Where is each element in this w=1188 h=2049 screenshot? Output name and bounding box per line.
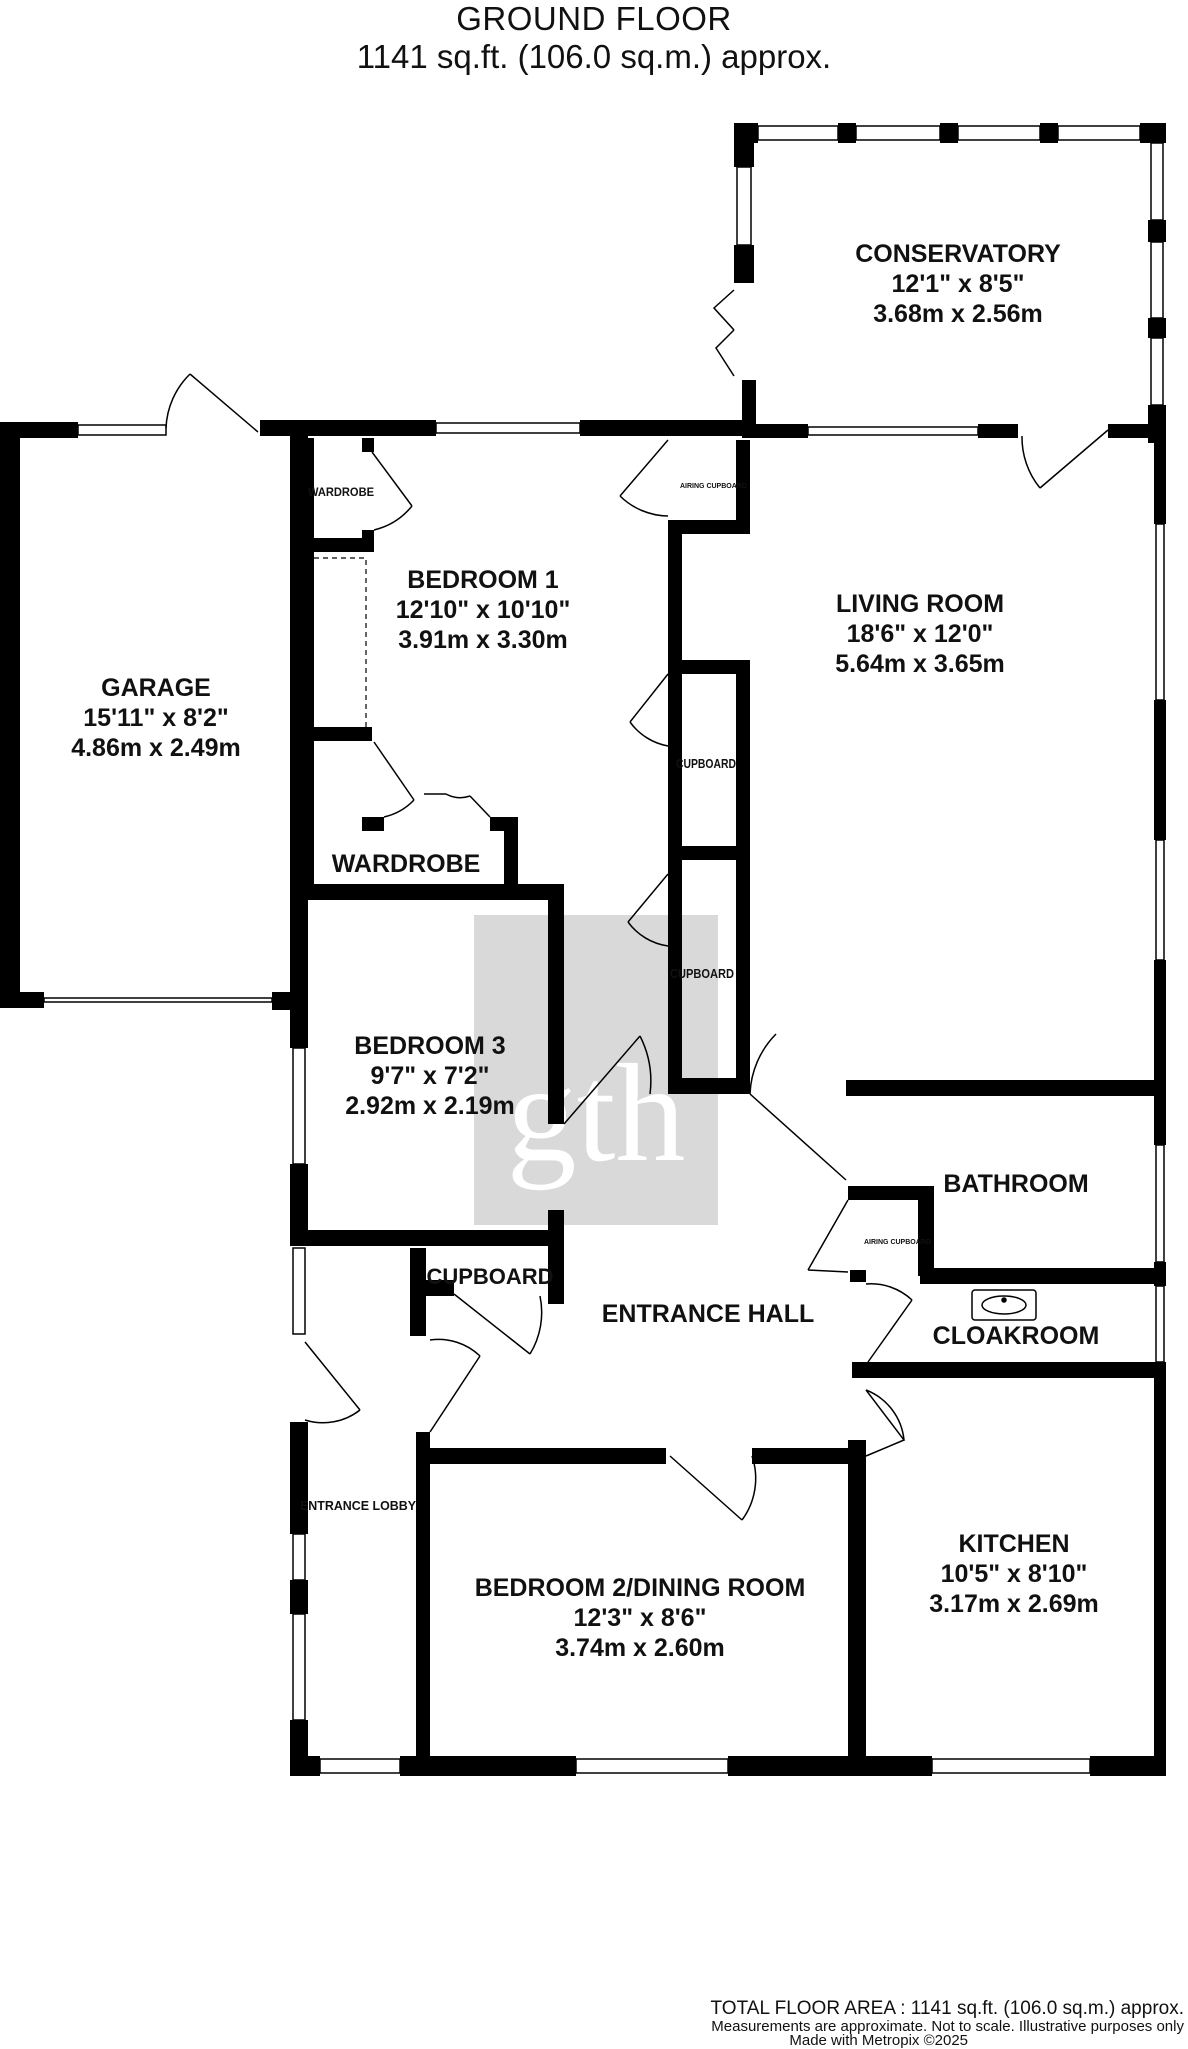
label-cloakroom: CLOAKROOM (933, 1322, 1100, 1350)
floor-area: 1141 sq.ft. (106.0 sq.m.) approx. (356, 38, 832, 75)
conservatory-metric: 3.68m x 2.56m (873, 300, 1043, 328)
bedroom2-name: BEDROOM 2/DINING ROOM (475, 1574, 806, 1602)
walls (0, 123, 1166, 1776)
windows (43, 125, 1165, 1774)
bedroom3-metric: 2.92m x 2.19m (345, 1092, 515, 1120)
label-airing-cupboard-bath: AIRING CUPBOARD (864, 1239, 931, 1246)
bedroom1-name: BEDROOM 1 (407, 566, 559, 594)
bedroom3-name: BEDROOM 3 (354, 1032, 505, 1060)
living-imperial: 18'6" x 12'0" (847, 620, 994, 648)
label-cupboard-2: CUPBOARD (670, 966, 734, 981)
label-entrance-lobby: ENTRANCE LOBBY (300, 1498, 416, 1513)
svg-text:gth: gth (507, 1036, 686, 1191)
small-labels: WARDROBE AIRING CUPBOARD CUPBOARD CUPBOA… (300, 483, 931, 1513)
garage-name: GARAGE (101, 674, 211, 702)
bedroom3-imperial: 9'7" x 7'2" (370, 1062, 489, 1090)
living-metric: 5.64m x 3.65m (835, 650, 1005, 678)
label-cupboard-hall: CUPBOARD (426, 1264, 553, 1289)
conservatory-name: CONSERVATORY (855, 240, 1061, 268)
wardrobe-dashes (314, 557, 367, 727)
label-wardrobe: WARDROBE (332, 850, 481, 878)
room-labels: CONSERVATORY 12'1" x 8'5" 3.68m x 2.56m … (71, 240, 1099, 1662)
label-airing-cupboard-top: AIRING CUPBOARD (680, 483, 747, 490)
label-entrance-hall: ENTRANCE HALL (602, 1300, 815, 1328)
garage-metric: 4.86m x 2.49m (71, 734, 241, 762)
bedroom2-imperial: 12'3" x 8'6" (574, 1604, 707, 1632)
bedroom1-imperial: 12'10" x 10'10" (396, 596, 571, 624)
label-bathroom: BATHROOM (943, 1170, 1088, 1198)
bedroom1-metric: 3.91m x 3.30m (398, 626, 568, 654)
credit: Made with Metropix ©2025 (789, 2032, 968, 2049)
bedroom2-metric: 3.74m x 2.60m (555, 1634, 725, 1662)
kitchen-metric: 3.17m x 2.69m (929, 1590, 1099, 1618)
floor-title: GROUND FLOOR (456, 0, 732, 37)
conservatory-imperial: 12'1" x 8'5" (892, 270, 1025, 298)
kitchen-imperial: 10'5" x 8'10" (941, 1560, 1088, 1588)
label-wardrobe-top: WARDROBE (308, 485, 374, 499)
garage-imperial: 15'11" x 8'2" (83, 704, 228, 732)
total-floor-area: TOTAL FLOOR AREA : 1141 sq.ft. (106.0 sq… (710, 1998, 1184, 2019)
doors (165, 289, 1109, 1521)
label-cupboard-1: CUPBOARD (676, 756, 736, 771)
kitchen-name: KITCHEN (958, 1530, 1069, 1558)
sink-icon (971, 1289, 1037, 1321)
disclaimer: Measurements are approximate. Not to sca… (711, 2018, 1184, 2035)
living-name: LIVING ROOM (836, 590, 1004, 618)
